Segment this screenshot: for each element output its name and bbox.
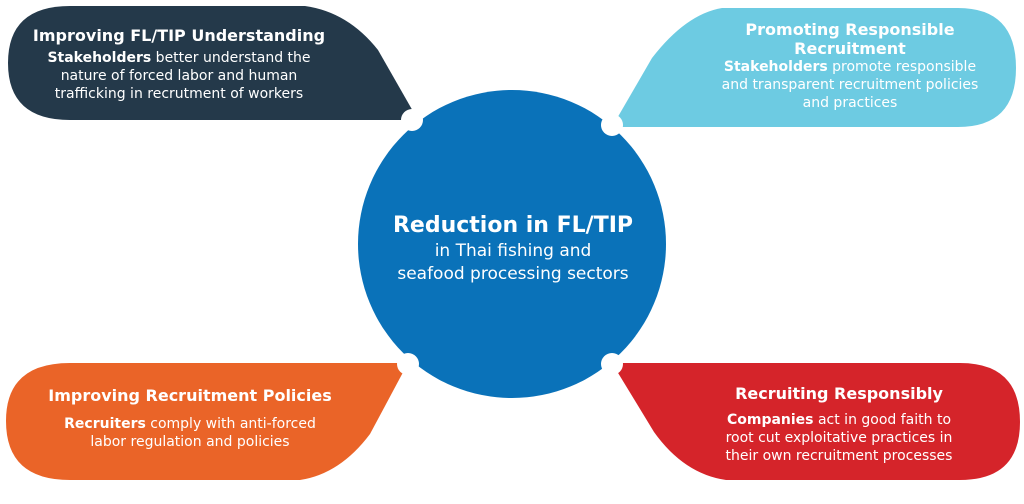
outcome-top-right: Promoting Responsible Recruitment Stakeh…: [690, 20, 1010, 112]
outcome-description: Stakeholders better understand the natur…: [47, 50, 311, 102]
connector-dot-bottom-left: [397, 353, 419, 375]
center-goal: Reduction in FL/TIP in Thai fishing and …: [370, 212, 656, 286]
actor-label: Companies: [726, 412, 814, 428]
outcome-description: Stakeholders promote responsible and tra…: [721, 59, 979, 111]
center-circle: [358, 90, 666, 398]
actor-label: Stakeholders: [723, 59, 828, 75]
outcome-title: Promoting Responsible Recruitment: [745, 20, 955, 58]
outcome-bottom-left: Improving Recruitment Policies Recruiter…: [30, 386, 350, 451]
connector-dot-top-left: [401, 109, 423, 131]
outcome-title: Improving FL/TIP Understanding: [32, 26, 326, 45]
outcome-description: Companies act in good faith to root cut …: [725, 412, 953, 464]
leaf-top-right: [612, 8, 1016, 127]
connector-dot-bottom-right: [601, 353, 623, 375]
center-title: Reduction in FL/TIP: [392, 213, 634, 238]
actor-label: Recruiters: [64, 416, 146, 432]
outcome-bottom-right: Recruiting Responsibly Companies act in …: [680, 384, 998, 465]
leaf-bottom-right: [612, 363, 1020, 480]
outcome-title: Improving Recruitment Policies: [48, 386, 332, 405]
outcome-top-left: Improving FL/TIP Understanding Stakehold…: [20, 26, 338, 103]
connector-dot-top-right: [601, 114, 623, 136]
outcome-description: Recruiters comply with anti-forced labor…: [64, 416, 316, 450]
actor-label: Stakeholders: [47, 50, 152, 66]
center-subtitle: in Thai fishing and seafood processing s…: [397, 241, 629, 284]
outcome-title: Recruiting Responsibly: [735, 384, 943, 403]
leaf-bottom-left: [6, 363, 408, 480]
leaf-top-left: [8, 6, 418, 120]
